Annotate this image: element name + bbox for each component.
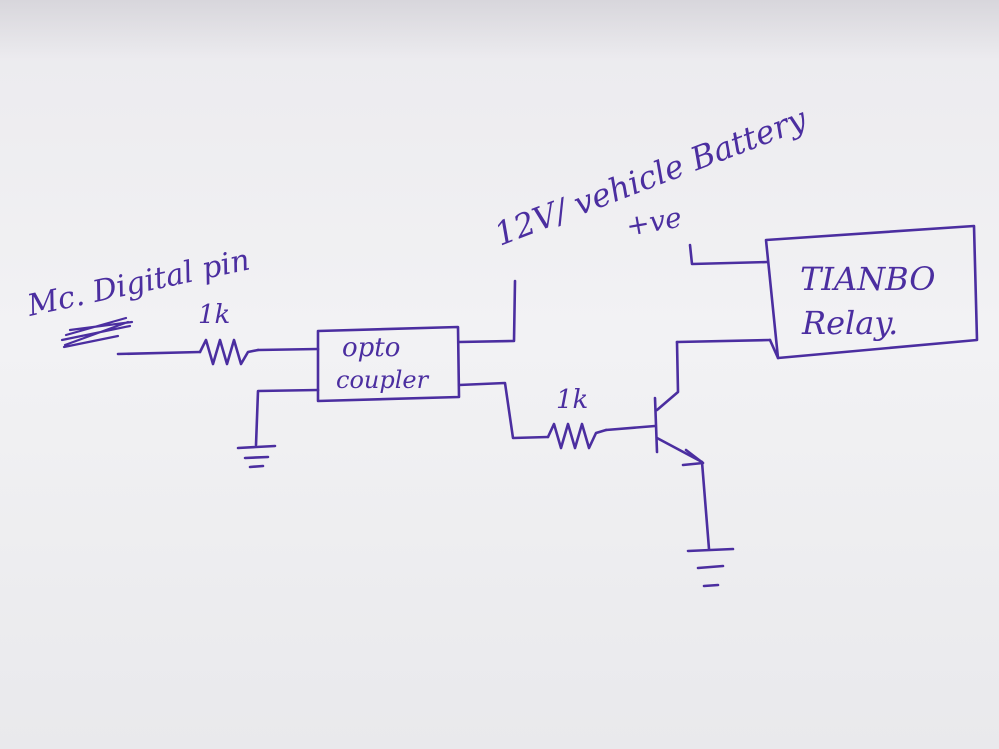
resistor-r1 [198, 338, 260, 366]
relay-label-line2: Relay. [801, 304, 898, 342]
wire-opto-supply [457, 279, 517, 344]
paper-shadow [0, 0, 999, 60]
wire-r2-base [604, 424, 657, 432]
supply-label-line2: +ve [623, 201, 684, 243]
wire-input [116, 350, 202, 356]
opto-label-line1: opto [342, 333, 400, 363]
npn-transistor [653, 340, 705, 467]
wire-emitter-ground [700, 460, 711, 551]
ground-symbol-2 [686, 547, 735, 588]
r1-label: 1k [198, 300, 230, 330]
opto-label-line2: coupler [336, 366, 430, 394]
wire-opto-r2 [457, 381, 550, 440]
ground-symbol-1 [236, 444, 277, 469]
relay-label-line1: TIANBO [800, 260, 935, 298]
wire-collector-relay [675, 338, 772, 344]
wire-r1-opto [256, 347, 320, 352]
scribble-mark [60, 316, 134, 349]
wire-opto-ground [254, 388, 320, 447]
resistor-r2 [546, 422, 608, 450]
relay-box [764, 224, 979, 360]
optocoupler-box [316, 325, 461, 403]
r2-label: 1k [556, 385, 588, 415]
wire-supply-relay [688, 243, 770, 266]
